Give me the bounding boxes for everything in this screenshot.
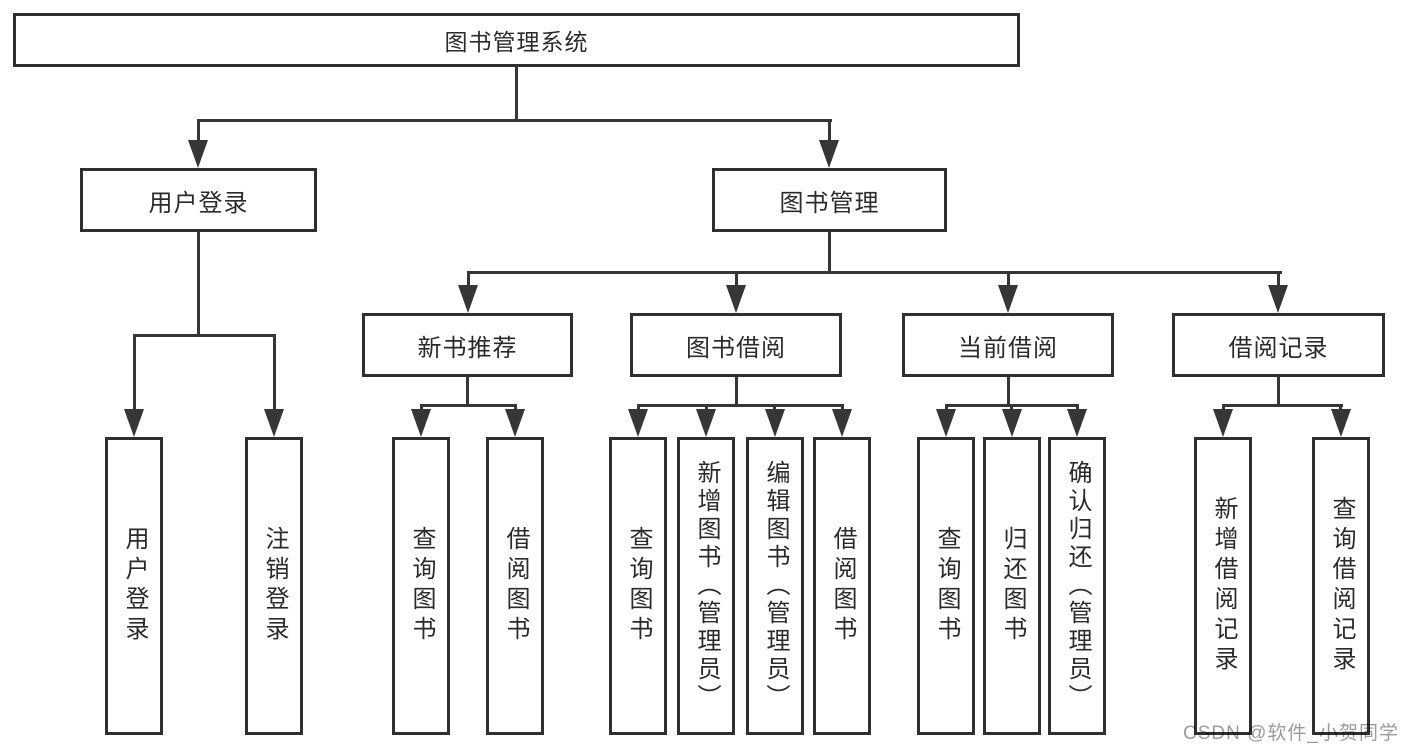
connector-stub [1007, 377, 1010, 407]
leaf-borrow-books-2: 借阅图书 [813, 437, 871, 735]
connector-stem [735, 271, 738, 287]
leaf-query-books-1: 查询图书 [392, 437, 450, 735]
leaf-query-books-2: 查询图书 [609, 437, 667, 735]
arrow-down-icon [458, 285, 478, 313]
connector-stem [467, 271, 470, 287]
leaf-add-book-admin: 新增图书（管理员） [677, 437, 735, 735]
connector-stem [773, 404, 776, 413]
arrow-down-icon [696, 409, 716, 437]
connector-stem [1076, 404, 1079, 413]
connector-userlogin-bar [133, 334, 275, 337]
connector-stem [945, 404, 948, 413]
arrow-down-icon [628, 409, 648, 437]
arrow-down-icon [1067, 409, 1087, 437]
connector-stem [1010, 404, 1013, 413]
connector-stub [735, 377, 738, 407]
leaf-add-borrow-record: 新增借阅记录 [1194, 437, 1252, 735]
arrow-down-icon [505, 409, 525, 437]
arrow-down-icon [1331, 409, 1351, 437]
leaf-edit-book-admin: 编辑图书（管理员） [746, 437, 804, 735]
leaf-logout: 注销登录 [245, 437, 303, 735]
leaf-confirm-return-admin: 确认归还（管理员） [1048, 437, 1106, 735]
arrow-down-icon [726, 285, 746, 313]
arrow-down-icon [1268, 285, 1288, 313]
connector-bar [637, 404, 844, 407]
leaf-query-borrow-record: 查询借阅记录 [1312, 437, 1370, 735]
connector-stem [1007, 271, 1010, 287]
connector-stem [273, 334, 276, 411]
arrow-down-icon [188, 140, 208, 168]
connector-stem [420, 404, 423, 413]
connector-stem [514, 404, 517, 413]
arrow-down-icon [1002, 409, 1022, 437]
connector-bar [1222, 404, 1343, 407]
arrow-down-icon [998, 285, 1018, 313]
connector-stem [1277, 271, 1280, 287]
connector-bookmgmt-bar [467, 271, 1282, 274]
connector-stem [1222, 404, 1225, 413]
node-user-login: 用户登录 [80, 168, 317, 232]
node-root-library-system: 图书管理系统 [13, 13, 1020, 67]
node-book-management: 图书管理 [712, 168, 947, 232]
connector-stem [637, 404, 640, 413]
connector-stem [133, 334, 136, 411]
connector-stem [841, 404, 844, 413]
connector-stem [705, 404, 708, 413]
connector-userlogin-stub [197, 232, 200, 337]
node-new-book-recommend: 新书推荐 [362, 313, 573, 377]
arrow-down-icon [1213, 409, 1233, 437]
connector-stub [1277, 377, 1280, 407]
arrow-down-icon [124, 409, 144, 437]
arrow-down-icon [411, 409, 431, 437]
node-current-borrow: 当前借阅 [902, 313, 1114, 377]
node-borrow-records: 借阅记录 [1172, 313, 1385, 377]
connector-root-bar [197, 119, 832, 122]
connector-bookmgmt-stub [828, 232, 831, 274]
node-book-borrow: 图书借阅 [630, 313, 842, 377]
arrow-down-icon [765, 409, 785, 437]
arrow-down-icon [819, 140, 839, 168]
connector-bar [420, 404, 517, 407]
csdn-watermark: CSDN @软件_小贺同学 [1183, 723, 1399, 744]
connector-stem [1339, 404, 1342, 413]
connector-stub [466, 377, 469, 407]
leaf-query-books-3: 查询图书 [917, 437, 975, 735]
leaf-user-login: 用户登录 [105, 437, 163, 735]
arrow-down-icon [832, 409, 852, 437]
arrow-down-icon [936, 409, 956, 437]
connector-root-stub [515, 67, 518, 121]
connector-stem [197, 119, 200, 143]
leaf-return-book: 归还图书 [983, 437, 1041, 735]
arrow-down-icon [264, 409, 284, 437]
connector-stem [828, 119, 831, 143]
leaf-borrow-books-1: 借阅图书 [486, 437, 544, 735]
